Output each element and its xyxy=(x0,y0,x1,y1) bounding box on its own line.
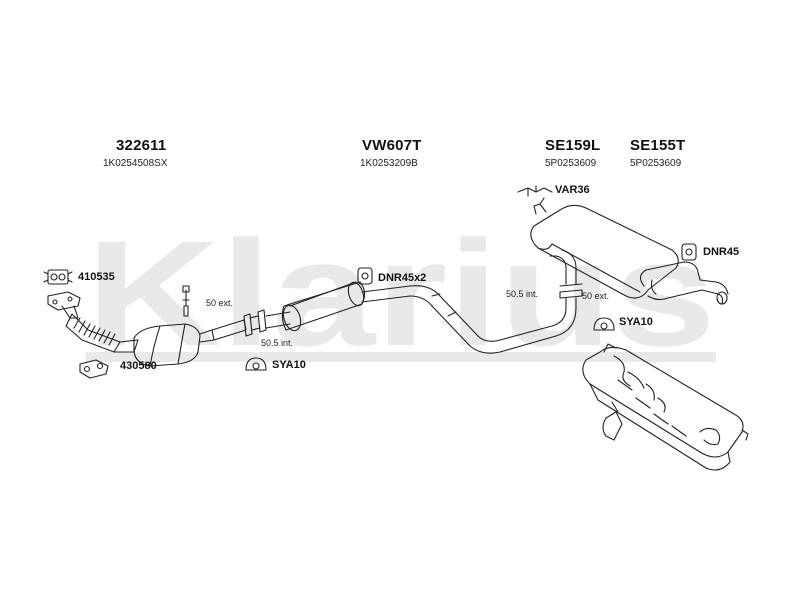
oem-ref-se159l: 5P0253609 xyxy=(545,158,597,169)
part-code-se155t: SE155T xyxy=(630,137,686,154)
clamp-icon xyxy=(245,357,267,371)
oem-ref-322611: 1K0254508SX xyxy=(103,158,168,169)
joint-label-50-ext-right: 50 ext. xyxy=(582,291,610,301)
fitting-label-dnr45x2: DNR45x2 xyxy=(378,272,427,284)
part-code-se159l: SE159L xyxy=(545,137,601,154)
fitting-label-sya10-left: SYA10 xyxy=(272,359,306,371)
joint-clamp-right xyxy=(559,283,583,299)
fitting-label-410535: 410535 xyxy=(78,271,115,283)
fitting-label-sya10-right: SYA10 xyxy=(619,316,653,328)
gasket-430580-icon xyxy=(79,359,109,379)
middle-box-vw607t xyxy=(265,281,366,332)
joint-label-505-int-right: 50.5 int. xyxy=(506,289,539,299)
joint-label-50-ext-left: 50 ext. xyxy=(206,298,234,308)
part-code-vw607t: VW607T xyxy=(362,137,422,154)
fitting-label-var36: VAR36 xyxy=(555,184,590,196)
lambda-sensor xyxy=(182,285,190,317)
oem-ref-se155t: 5P0253609 xyxy=(630,158,682,169)
rear-pipe xyxy=(361,285,577,354)
rubber-hanger-icon xyxy=(357,267,373,285)
joint-label-505-int-left: 50.5 int. xyxy=(261,338,294,348)
fitting-label-430580: 430580 xyxy=(120,360,157,372)
clamp-icon xyxy=(593,317,615,331)
svg-text:Klarius: Klarius xyxy=(86,209,716,377)
oem-ref-vw607t: 1K0253209B xyxy=(360,158,418,169)
part-code-322611: 322611 xyxy=(116,137,167,154)
joint-clamp-left xyxy=(243,309,267,337)
tail-pipe-se155t xyxy=(639,261,729,305)
catalytic-converter xyxy=(133,323,215,367)
flex-pipe-322611 xyxy=(65,313,139,353)
rear-box-exploded xyxy=(582,343,749,471)
front-pipe-flange xyxy=(47,291,81,319)
intermediate-pipe xyxy=(211,319,247,341)
gasket-icon xyxy=(43,269,73,285)
rubber-hanger-icon xyxy=(681,243,697,261)
fitting-label-dnr45: DNR45 xyxy=(703,246,740,258)
hanger-bracket-icon xyxy=(517,185,553,197)
rear-silencer-se159l xyxy=(530,197,679,299)
